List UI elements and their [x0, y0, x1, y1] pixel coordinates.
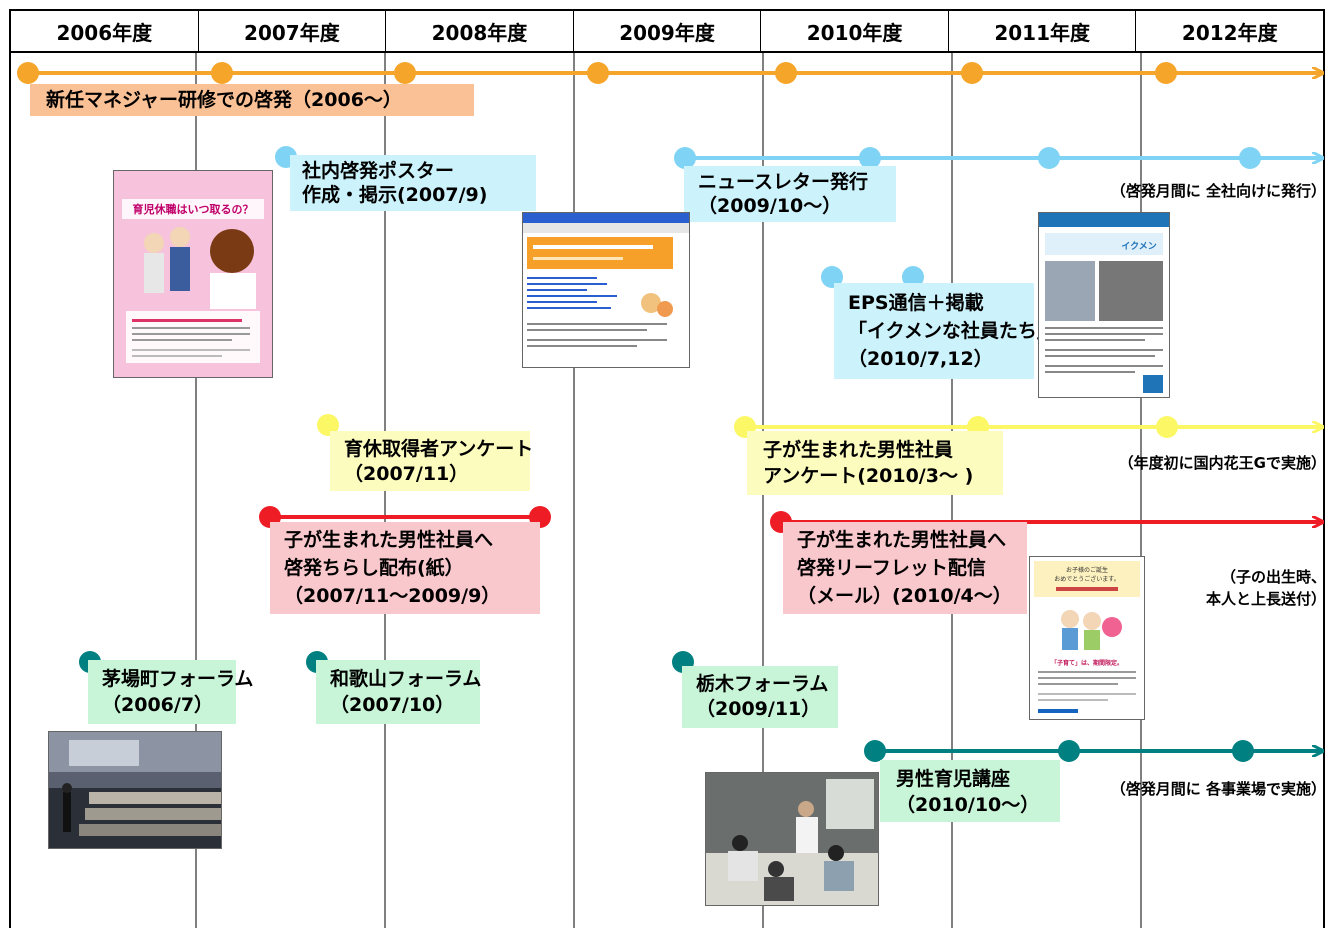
- poster-text-2: 作成・掲示(2007/9): [302, 184, 488, 206]
- course-label: 男性育児講座 （2010/10～）: [880, 760, 1060, 822]
- year-2006: 2006年度: [11, 11, 199, 51]
- flyer-text-2: 啓発ちらし配布(紙）: [284, 557, 464, 579]
- survey-text-2: （2007/11）: [344, 463, 469, 485]
- poster-label: 社内啓発ポスター 作成・掲示(2007/9): [290, 155, 536, 211]
- eps-page: イクメン: [1039, 213, 1169, 397]
- course-text-2: （2010/10～）: [896, 794, 1040, 816]
- newsletter-label: ニュースレター発行 （2009/10～）: [684, 166, 896, 222]
- poster-thumbnail: 育児休職はいつ取るの？: [113, 170, 273, 378]
- course-note: （啓発月間に 各事業場で実施）: [1110, 780, 1326, 798]
- survey2-text-1: 子が生まれた男性社員: [763, 439, 954, 461]
- eps-marker-1: [821, 266, 843, 288]
- survey2-note: （年度初に国内花王Gで実施）: [1118, 454, 1326, 472]
- survey2-label: 子が生まれた男性社員 アンケート(2010/3～ ): [747, 431, 1003, 495]
- survey-marker: [317, 414, 339, 436]
- leaflet-note-2: 本人と上長送付）: [1205, 590, 1326, 608]
- survey-label: 育休取得者アンケート （2007/11）: [330, 431, 534, 491]
- leaflet-label: 子が生まれた男性社員へ 啓発リーフレット配信 （メール）(2010/4～）: [783, 522, 1027, 614]
- year-2009: 2009年度: [574, 11, 762, 51]
- poster-text-1: 社内啓発ポスター: [302, 160, 455, 182]
- newsletter-web-thumbnail: [522, 212, 690, 368]
- year-2007: 2007年度: [199, 11, 387, 51]
- poster-image: 育児休職はいつ取るの？: [114, 171, 272, 377]
- leaflet-page: お子様のご誕生 おめでとうございます。 「子育て」は、期間限定。: [1030, 557, 1144, 719]
- year-2010: 2010年度: [761, 11, 949, 51]
- forum3-text-2: （2009/11）: [696, 698, 821, 720]
- eps-newsletter-thumbnail: イクメン: [1038, 212, 1170, 398]
- eps-label: EPS通信＋掲載 「イクメンな社員たち」 （2010/7,12）: [834, 283, 1056, 379]
- poster-title: 育児休職はいつ取るの？: [133, 202, 254, 216]
- newsletter-text-1: ニュースレター発行: [698, 171, 869, 193]
- forum2-text-2: （2007/10）: [330, 694, 455, 716]
- year-2008: 2008年度: [386, 11, 574, 51]
- flyer-text-1: 子が生まれた男性社員へ: [284, 529, 494, 551]
- course-text-1: 男性育児講座: [896, 768, 1011, 790]
- flyer-text-3: （2007/11～2009/9）: [284, 585, 501, 607]
- leaflet-text-line1: お子様のご誕生: [1066, 566, 1108, 574]
- newsletter-note: （啓発月間に 全社向けに発行）: [1110, 182, 1326, 200]
- year-2012: 2012年度: [1181, 20, 1278, 45]
- forum1-text-2: （2006/7）: [102, 694, 214, 716]
- manager-training-text: 新任マネジャー研修での啓発（2006～）: [46, 89, 402, 111]
- manager-training-label: 新任マネジャー研修での啓発（2006～）: [30, 84, 474, 116]
- forum1-photo: [48, 731, 222, 849]
- web-screenshot: [523, 213, 689, 367]
- year-2011: 2011年度: [949, 11, 1137, 51]
- forum1-label: 茅場町フォーラム （2006/7）: [88, 660, 254, 724]
- year-header: 2006年度 2007年度 2008年度 2009年度 2010年度 2011年…: [9, 9, 1325, 53]
- newsletter-text-2: （2009/10～）: [698, 195, 842, 217]
- flyer-label: 子が生まれた男性社員へ 啓発ちらし配布(紙） （2007/11～2009/9）: [270, 522, 540, 614]
- forum3-label: 栃木フォーラム （2009/11）: [682, 666, 838, 728]
- forum2-label: 和歌山フォーラム （2007/10）: [316, 660, 482, 724]
- newsletter-track: [674, 147, 1322, 169]
- survey2-text-2: アンケート(2010/3～ ): [763, 465, 974, 487]
- leaflet-text-line3: 「子育て」は、期間限定。: [1051, 659, 1123, 667]
- forum1-photo-image: [49, 732, 221, 848]
- leaflet-text-1: 子が生まれた男性社員へ: [797, 529, 1007, 551]
- forum1-text-1: 茅場町フォーラム: [102, 668, 254, 690]
- leaflet-text-3: （メール）(2010/4～）: [797, 585, 1012, 607]
- forum2-text-1: 和歌山フォーラム: [330, 668, 482, 690]
- manager-training-track: [17, 62, 1322, 84]
- eps-text-3: （2010/7,12）: [848, 348, 993, 370]
- leaflet-thumbnail: お子様のご誕生 おめでとうございます。 「子育て」は、期間限定。: [1029, 556, 1145, 720]
- eps-marker-2: [902, 266, 924, 288]
- leaflet-note-1: （子の出生時、: [1220, 568, 1326, 586]
- course-photo-image: [706, 773, 878, 905]
- course-track: [864, 740, 1322, 762]
- eps-text-2: 「イクメンな社員たち」: [848, 320, 1056, 342]
- eps-page-title: イクメン: [1121, 241, 1156, 252]
- leaflet-note: （子の出生時、 本人と上長送付）: [1206, 566, 1326, 610]
- survey-text-1: 育休取得者アンケート: [344, 438, 534, 460]
- forum3-text-1: 栃木フォーラム: [696, 673, 829, 695]
- leaflet-text-2: 啓発リーフレット配信: [797, 557, 986, 579]
- eps-text-1: EPS通信＋掲載: [848, 292, 984, 314]
- course-photo: [705, 772, 879, 906]
- timeline-frame: [9, 52, 1325, 928]
- leaflet-text-line2: おめでとうございます。: [1054, 575, 1119, 583]
